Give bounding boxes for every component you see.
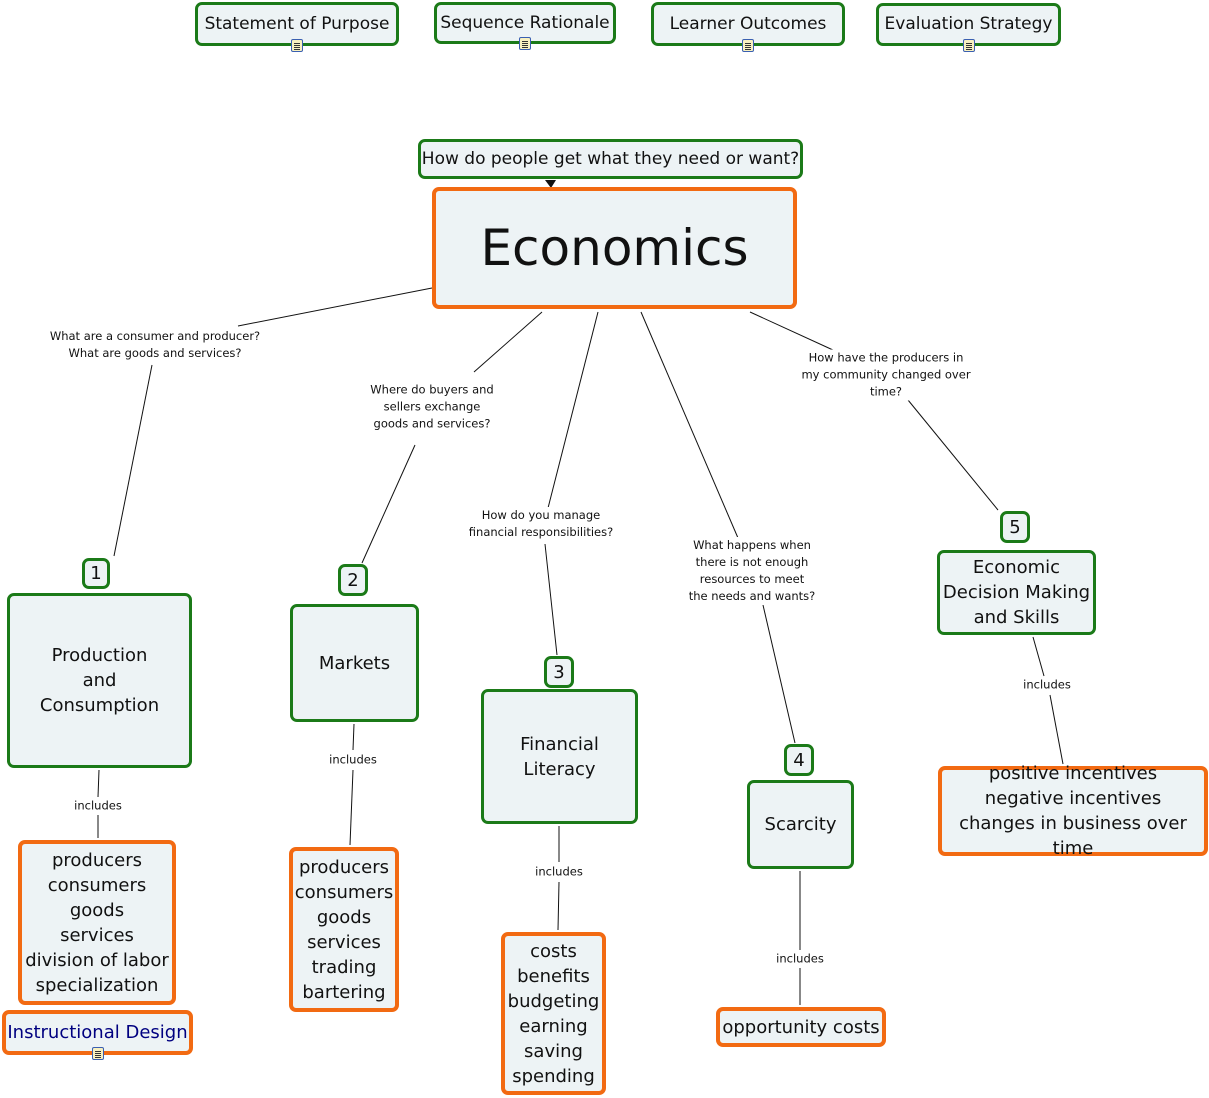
concept-financial-literacy[interactable]: Financial Literacy bbox=[481, 689, 638, 824]
link-includes-4: includes bbox=[776, 950, 824, 968]
concept-production-consumption[interactable]: Production and Consumption bbox=[7, 593, 192, 768]
number-badge-2: 2 bbox=[338, 564, 368, 596]
resource-evaluation-strategy[interactable]: Evaluation Strategy bbox=[876, 3, 1061, 52]
items-financial-literacy[interactable]: costs benefits budgeting earning saving … bbox=[501, 932, 606, 1095]
resource-learner-outcomes[interactable]: Learner Outcomes bbox=[651, 2, 845, 52]
link-question-4: What happens when there is not enough re… bbox=[688, 537, 816, 605]
items-economic-decision-making[interactable]: positive incentives negative incentives … bbox=[938, 763, 1208, 859]
instructional-design-link[interactable]: Instructional Design bbox=[2, 1010, 193, 1060]
resource-label: Evaluation Strategy bbox=[884, 14, 1053, 34]
link-includes-3: includes bbox=[535, 863, 583, 881]
number-badge-3: 3 bbox=[544, 656, 574, 688]
number-badge-5: 5 bbox=[1000, 511, 1030, 543]
concept-markets[interactable]: Markets bbox=[290, 604, 419, 722]
number-badge-4: 4 bbox=[784, 744, 814, 776]
resource-sequence-rationale[interactable]: Sequence Rationale bbox=[434, 2, 616, 50]
document-icon[interactable] bbox=[962, 39, 975, 52]
link-question-5: How have the producers in my community c… bbox=[801, 349, 971, 401]
document-icon[interactable] bbox=[91, 1047, 104, 1060]
root-concept-economics[interactable]: Economics bbox=[432, 187, 797, 309]
link-includes-1: includes bbox=[74, 797, 122, 815]
resource-label: Sequence Rationale bbox=[440, 12, 610, 33]
link-question-3: How do you manage financial responsibili… bbox=[468, 507, 614, 541]
document-icon[interactable] bbox=[291, 39, 303, 52]
link-question-1: What are a consumer and producer? What a… bbox=[49, 328, 261, 362]
document-icon[interactable] bbox=[519, 37, 531, 50]
resource-label: Statement of Purpose bbox=[204, 13, 390, 34]
items-markets[interactable]: producers consumers goods services tradi… bbox=[289, 847, 399, 1012]
items-scarcity[interactable]: opportunity costs bbox=[716, 1007, 886, 1047]
document-icon[interactable] bbox=[742, 39, 754, 52]
resource-label: Learner Outcomes bbox=[669, 13, 827, 34]
link-includes-5: includes bbox=[1023, 676, 1071, 694]
resource-statement-of-purpose[interactable]: Statement of Purpose bbox=[195, 2, 399, 52]
link-includes-2: includes bbox=[329, 751, 377, 769]
focus-question[interactable]: How do people get what they need or want… bbox=[418, 139, 803, 179]
items-production-consumption[interactable]: producers consumers goods services divis… bbox=[18, 840, 176, 1005]
instructional-design-label: Instructional Design bbox=[7, 1022, 188, 1043]
concept-economic-decision-making[interactable]: Economic Decision Making and Skills bbox=[937, 550, 1096, 635]
link-question-2: Where do buyers and sellers exchange goo… bbox=[370, 381, 494, 433]
number-badge-1: 1 bbox=[82, 558, 110, 589]
concept-scarcity[interactable]: Scarcity bbox=[747, 780, 854, 869]
